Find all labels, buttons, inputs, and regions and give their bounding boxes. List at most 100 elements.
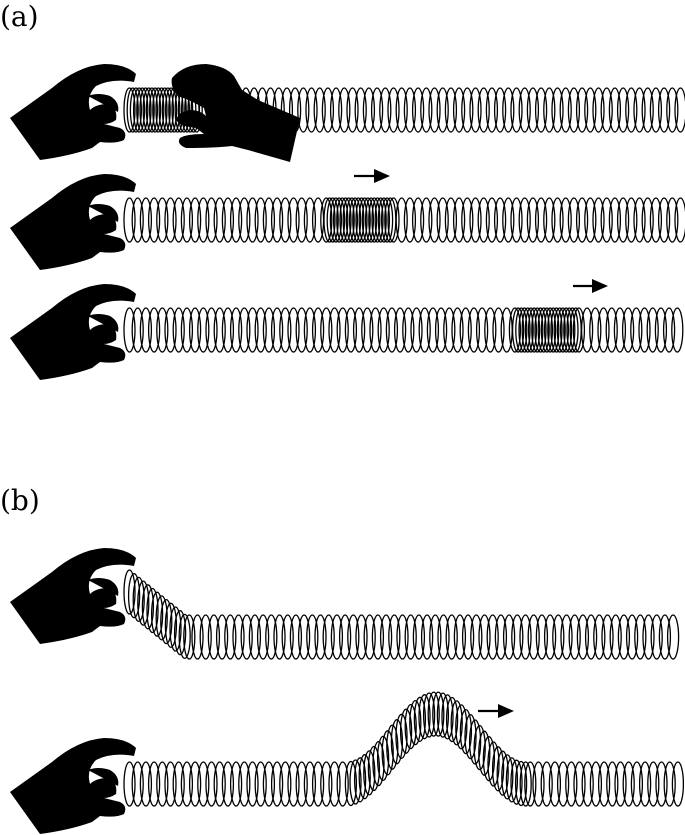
coil-loop [526, 87, 540, 133]
panel-label-b: (b) [0, 484, 40, 517]
coil-loop [238, 761, 251, 807]
coil-loop [657, 197, 671, 243]
coil-loop [127, 573, 141, 619]
coil-loop [139, 87, 152, 133]
coil-loop [650, 614, 663, 660]
coil-loop [246, 197, 259, 243]
coil-loop [575, 87, 589, 133]
coil-loop [606, 761, 619, 807]
coil-loop [511, 614, 524, 660]
coil-loop [180, 307, 194, 353]
coil-loop [180, 761, 194, 807]
arrow-right-icon [573, 279, 608, 293]
coil-loop [428, 197, 441, 243]
coil-loop [289, 614, 303, 660]
coil-loop [402, 307, 415, 353]
hand-icon [10, 64, 136, 160]
coil-loop [633, 197, 646, 243]
coil-loop [361, 197, 375, 243]
coil-loop [279, 307, 292, 353]
coil-loop [420, 614, 434, 660]
coil-loop [411, 197, 425, 243]
coil-loop [593, 614, 606, 660]
coil-loop [443, 307, 456, 353]
coil-loop [164, 761, 177, 807]
coil-loop [306, 614, 319, 660]
coil-loop [123, 569, 136, 615]
coil-loop [297, 87, 310, 133]
coil-loop [403, 87, 417, 133]
coil-loop [146, 587, 159, 634]
coil-loop [123, 307, 136, 353]
coil-loop [496, 750, 509, 796]
coil-loop [129, 87, 143, 133]
coil-loop [232, 614, 245, 660]
coil-loop [265, 614, 278, 660]
coil-loop [540, 761, 553, 807]
coil-loop [320, 197, 333, 243]
coil-loop [311, 761, 325, 807]
coil-loop [147, 197, 161, 243]
coil-loop [329, 197, 343, 243]
coil-loop [524, 307, 538, 353]
coil-loop [287, 307, 300, 353]
coil-loop [621, 307, 635, 353]
coil-loop [387, 197, 400, 243]
coil-loop [409, 699, 422, 746]
coil-loop [467, 307, 481, 353]
coil-loop [207, 614, 221, 660]
coil-loop [576, 614, 590, 660]
coil-loop [477, 197, 490, 243]
coil-loop [358, 754, 371, 800]
coil-loop [511, 307, 525, 353]
coil-loop [142, 87, 155, 133]
coil-loop [183, 614, 196, 660]
coil-loop [395, 713, 408, 759]
coil-loop [287, 761, 300, 807]
coil-loop [592, 197, 605, 243]
coil-loop [338, 87, 351, 133]
coil-loop [469, 197, 482, 243]
coil-loop [303, 761, 317, 807]
coil-loop [584, 614, 598, 660]
coil-loop [256, 614, 270, 660]
coil-loop [246, 761, 259, 807]
coil-loop [420, 87, 433, 133]
coil-loop [597, 307, 610, 353]
scene-longitudinal-pulse-far [10, 279, 684, 380]
second-hand-icon [171, 64, 300, 162]
coil-loop [461, 614, 475, 660]
coil-loop [422, 692, 436, 738]
coil-loop [136, 87, 149, 133]
coil-loop [514, 760, 528, 807]
coil-loop [655, 761, 668, 807]
coil-loop [281, 614, 294, 660]
coil-loop [178, 613, 191, 660]
coil-loop [551, 87, 564, 133]
coil-loop [339, 197, 352, 243]
coil-loop [344, 307, 358, 353]
coil-loop [156, 307, 169, 353]
coil-loop [434, 307, 448, 353]
coil-loop [164, 602, 178, 648]
coil-loop [303, 197, 317, 243]
coil-loop [575, 197, 589, 243]
coil-loop [589, 307, 602, 353]
coil-loop [510, 87, 523, 133]
coil-loop [581, 761, 594, 807]
coil-loop [625, 197, 638, 243]
coil-loop [374, 197, 387, 243]
coil-loop [352, 197, 365, 243]
coil-loop [451, 307, 464, 353]
spring-coil [123, 691, 685, 807]
coil-loop [336, 307, 349, 353]
coil-loop [353, 757, 367, 803]
coil-loop [428, 87, 441, 133]
coil-loop [386, 724, 399, 770]
coil-loop [534, 307, 547, 353]
coil-loop [213, 307, 226, 353]
arrow-right-icon [478, 704, 514, 718]
coil-loop [354, 87, 367, 133]
coil-loop [444, 87, 458, 133]
coil-loop [150, 591, 164, 637]
